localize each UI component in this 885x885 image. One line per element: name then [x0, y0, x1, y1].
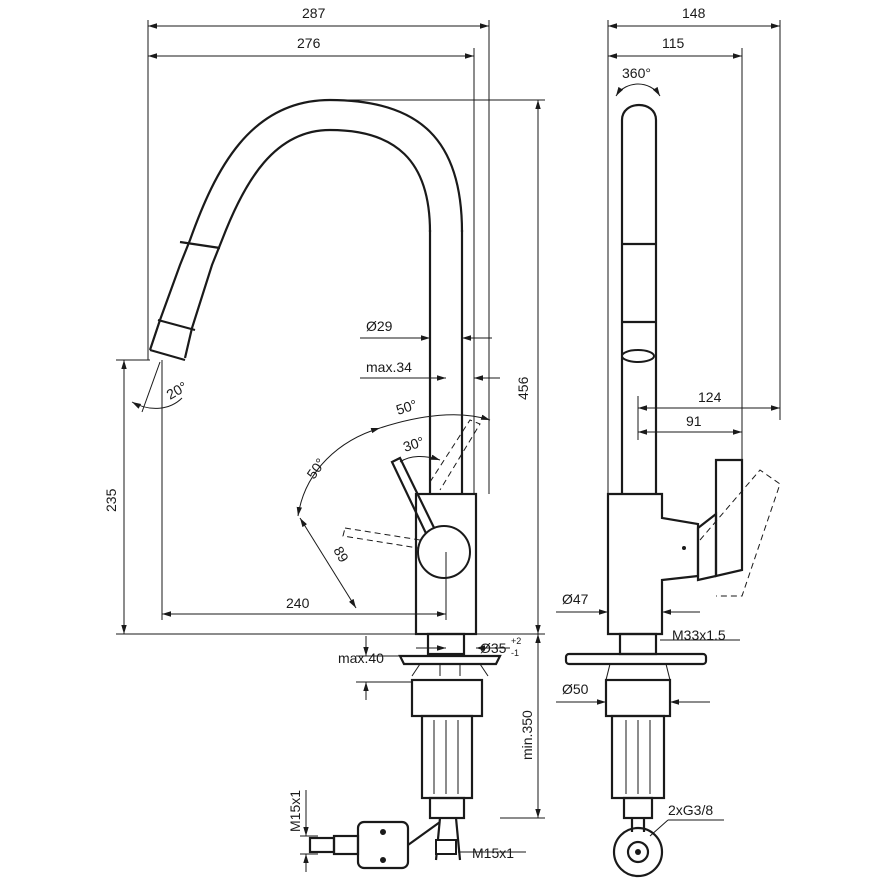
dia-29-label: Ø29	[366, 318, 393, 334]
dim-115-label: 115	[662, 35, 685, 51]
front-view: 287 276 456 235 240 89 20° 50° 30° 50° Ø…	[103, 5, 545, 872]
faucet-front-outline	[148, 98, 481, 636]
dia-50-label: Ø50	[562, 681, 589, 697]
tolerance-minus-label: -1	[511, 648, 519, 658]
m15-horizontal-label: M15x1	[472, 845, 514, 861]
dia-35-label: Ø35	[480, 640, 507, 656]
dim-240-label: 240	[286, 595, 310, 611]
thread-m33-label: M33x1.5	[672, 627, 726, 643]
front-dimension-lines	[116, 20, 545, 872]
angle-50-top-label: 50°	[394, 396, 419, 418]
rotation-360-label: 360°	[622, 65, 651, 81]
dim-456-label: 456	[515, 376, 531, 400]
angle-20-label: 20°	[164, 378, 190, 402]
faucet-side-outline	[606, 104, 781, 636]
dim-148-label: 148	[682, 5, 706, 21]
angle-50-left-label: 50°	[303, 455, 328, 482]
m15-vertical-label: M15x1	[287, 790, 303, 832]
side-view: 148 115 360° 124 91 Ø47 M33x1.5 Ø50 2xG3…	[556, 5, 781, 878]
dim-91-label: 91	[686, 413, 702, 429]
dim-287-label: 287	[302, 5, 326, 21]
side-dimension-lines	[556, 20, 781, 837]
dim-276-label: 276	[297, 35, 321, 51]
max-40-label: max.40	[338, 650, 384, 666]
dim-89-label: 89	[330, 544, 352, 566]
max-34-label: max.34	[366, 359, 412, 375]
mounting-hardware-side	[564, 632, 708, 878]
dim-235-label: 235	[103, 488, 119, 512]
min-350-label: min.350	[519, 710, 535, 760]
angle-30-label: 30°	[401, 433, 426, 455]
mounting-hardware-front	[308, 632, 502, 870]
tolerance-plus-label: +2	[511, 636, 521, 646]
g38-label: 2xG3/8	[668, 802, 713, 818]
dim-124-label: 124	[698, 389, 722, 405]
dia-47-label: Ø47	[562, 591, 589, 607]
